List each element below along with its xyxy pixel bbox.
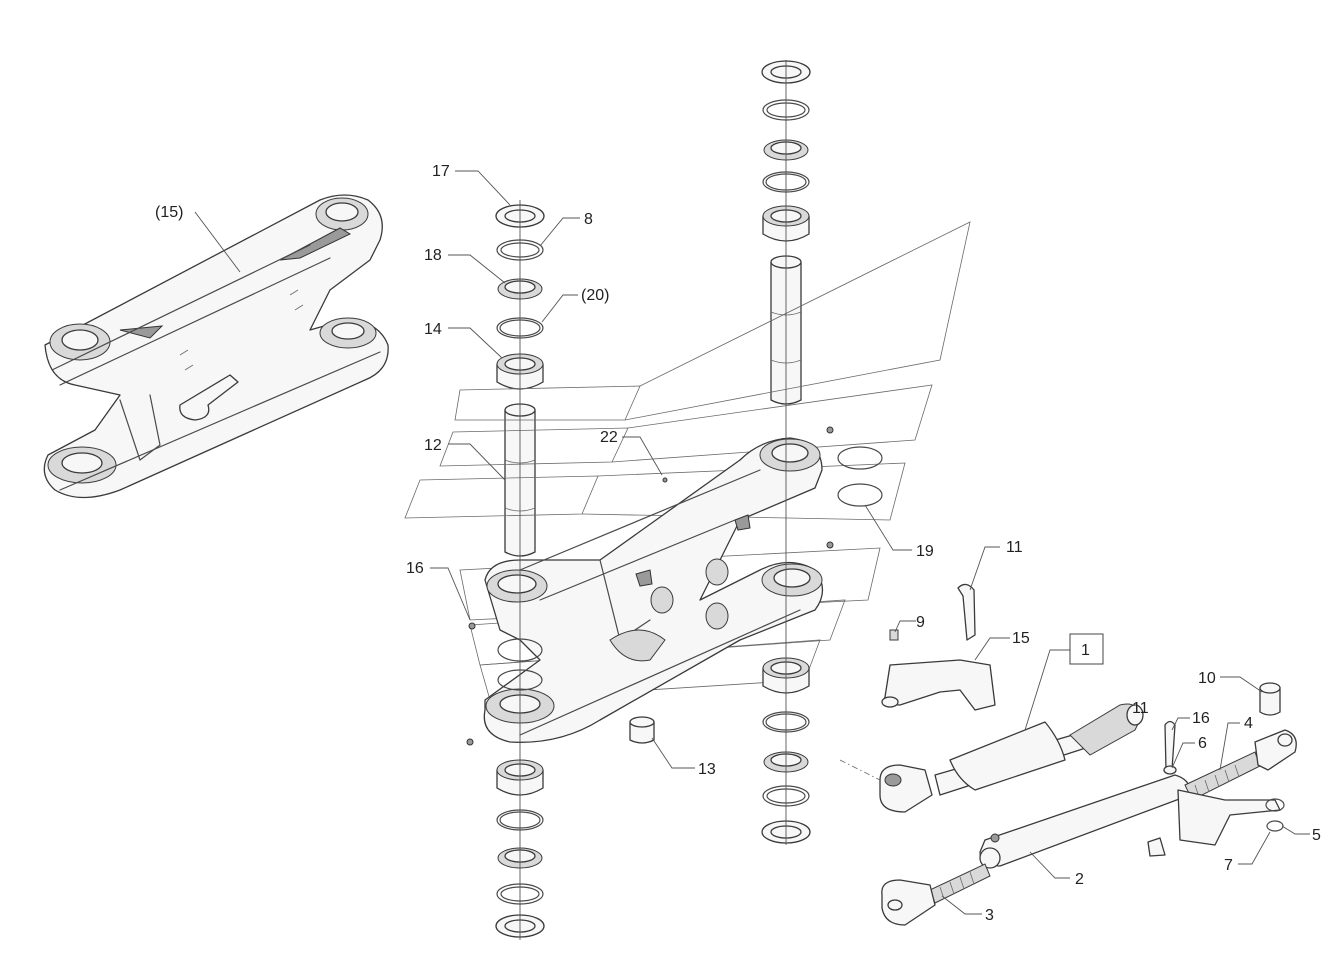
main-bracket: [483, 437, 824, 743]
label-14: 14: [424, 321, 442, 338]
bushing-13: [629, 716, 655, 744]
label-20-parenthesized: (20): [581, 287, 609, 304]
bracket-assembly-15: [43, 194, 389, 499]
label-1: 1: [1081, 642, 1090, 659]
label-11-right: 11: [1132, 700, 1149, 717]
label-7: 7: [1224, 857, 1233, 874]
label-9: 9: [916, 614, 925, 631]
label-5: 5: [1312, 827, 1321, 844]
label-12: 12: [424, 437, 442, 454]
label-15-parenthesized: (15): [155, 204, 183, 221]
label-18: 18: [424, 247, 442, 264]
label-19: 19: [916, 543, 934, 560]
side-rings-19: [837, 446, 883, 507]
label-10: 10: [1198, 670, 1216, 687]
label-3: 3: [985, 907, 994, 924]
label-16-left: 16: [406, 560, 424, 577]
top-link-assembly-1: [839, 583, 1144, 813]
label-17: 17: [432, 163, 450, 180]
leader-lines: [194, 170, 1310, 915]
label-4: 4: [1244, 715, 1253, 732]
label-15: 15: [1012, 630, 1030, 647]
turnbuckle-assembly: [881, 682, 1297, 926]
label-8: 8: [584, 211, 593, 228]
label-13: 13: [698, 761, 716, 778]
label-22: 22: [600, 429, 618, 446]
label-1-box: [1069, 633, 1104, 665]
label-2: 2: [1075, 871, 1084, 888]
label-6: 6: [1198, 735, 1207, 752]
label-11-top: 11: [1006, 539, 1023, 556]
label-16-right: 16: [1192, 710, 1210, 727]
